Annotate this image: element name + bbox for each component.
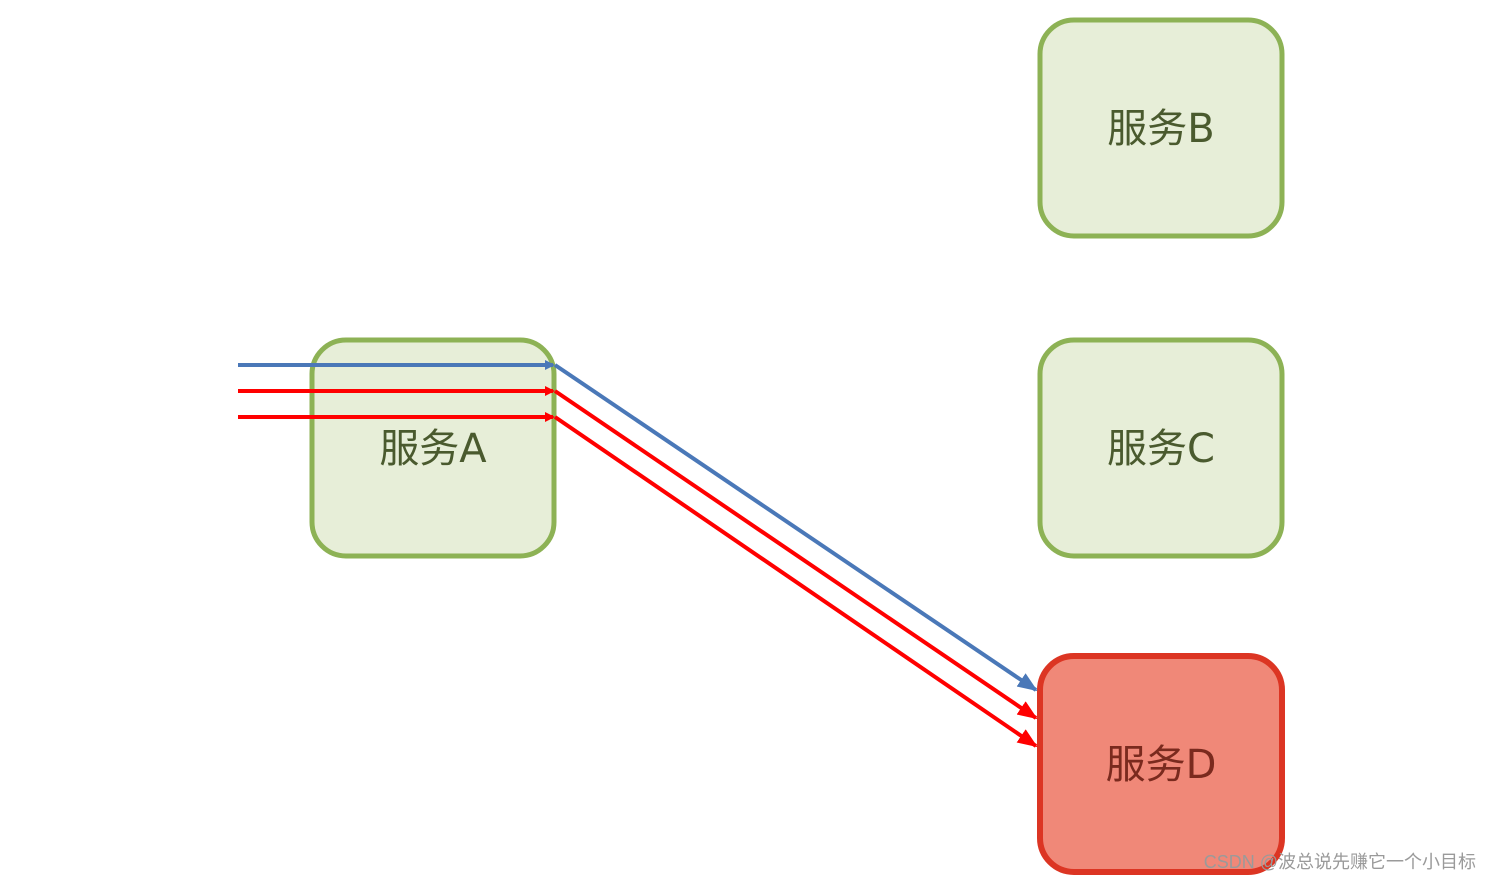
calls-to-service-d [553, 363, 1038, 748]
call-arrow-blue [553, 363, 1038, 692]
service-b-label: 服务B [1107, 106, 1214, 152]
watermark-text: CSDN @波总说先赚它一个小目标 [1203, 852, 1476, 872]
call-arrow-red-1 [553, 389, 1038, 720]
service-b-box: 服务B [1037, 17, 1285, 239]
service-d-label: 服务D [1106, 742, 1217, 788]
call-arrow-red-2 [553, 415, 1038, 748]
service-d-box: 服务D [1037, 653, 1285, 875]
service-c-box: 服务C [1037, 337, 1285, 559]
service-a-label: 服务A [379, 426, 487, 472]
incoming-requests [238, 360, 555, 422]
service-c-label: 服务C [1107, 426, 1215, 472]
service-a-box: 服务A [309, 337, 557, 559]
